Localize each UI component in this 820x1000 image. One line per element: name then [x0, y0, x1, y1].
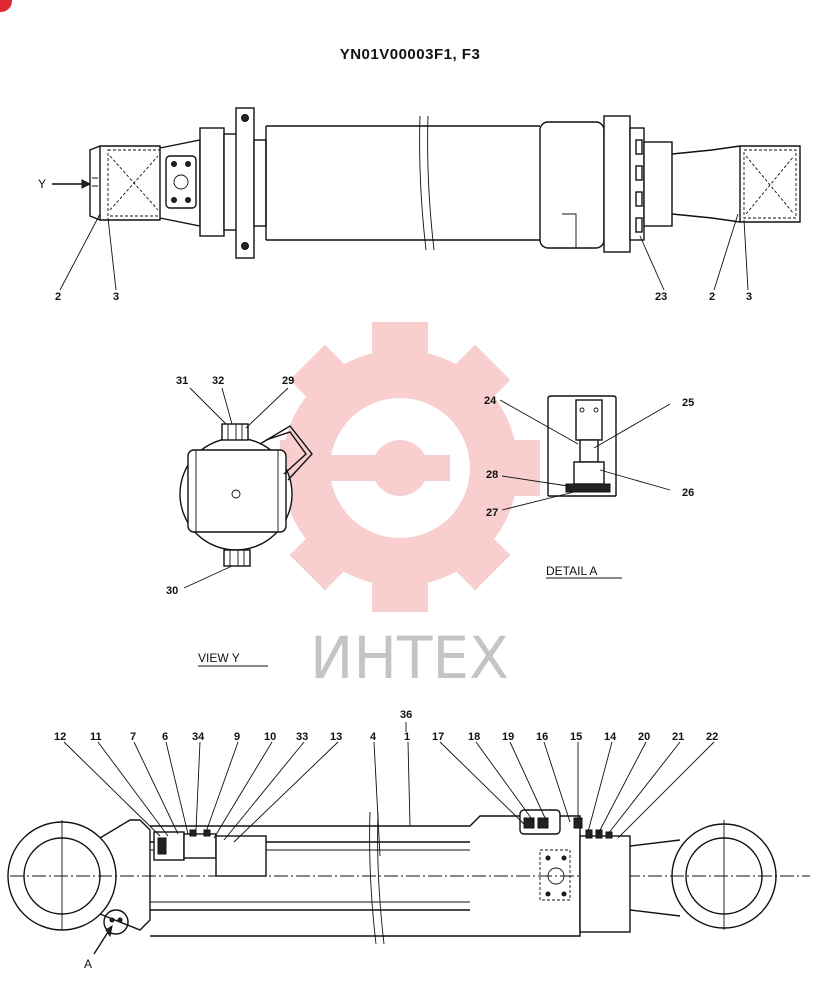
callout-4: 4: [370, 731, 377, 743]
callout-27: 27: [486, 507, 498, 519]
cylinder-external-view: [52, 107, 801, 291]
callout-25: 25: [682, 397, 694, 409]
a-marker-label: A: [84, 957, 92, 971]
callout-2-left: 2: [55, 291, 61, 303]
callout-19: 19: [502, 731, 514, 743]
watermark-gear-logo: [280, 322, 540, 612]
watermark-text: ИНТЕХ: [310, 624, 509, 692]
y-arrow-label: Y: [38, 177, 46, 191]
callout-34: 34: [192, 731, 205, 743]
drawing-title: YN01V00003F1, F3: [339, 46, 481, 63]
callout-17: 17: [432, 731, 444, 743]
callout-32: 32: [212, 375, 224, 387]
callout-10: 10: [264, 731, 276, 743]
callout-31: 31: [176, 375, 188, 387]
detail-a-drawing: [499, 395, 671, 579]
callout-33: 33: [296, 731, 308, 743]
callout-3-left: 3: [113, 291, 119, 303]
callout-7: 7: [130, 731, 136, 743]
callout-29: 29: [282, 375, 294, 387]
callout-6: 6: [162, 731, 168, 743]
callout-15: 15: [570, 731, 582, 743]
callout-2-right: 2: [709, 291, 715, 303]
callout-22: 22: [706, 731, 718, 743]
callout-20: 20: [638, 731, 650, 743]
view-y-caption: VIEW Y: [198, 651, 240, 665]
callout-14: 14: [604, 731, 617, 743]
callout-11: 11: [90, 731, 102, 743]
callout-26: 26: [682, 487, 694, 499]
callout-3-right: 3: [746, 291, 752, 303]
callout-36: 36: [400, 709, 412, 721]
callout-13: 13: [330, 731, 342, 743]
callout-9: 9: [234, 731, 240, 743]
callout-16: 16: [536, 731, 548, 743]
callout-18: 18: [468, 731, 480, 743]
callout-1: 1: [404, 731, 410, 743]
callout-30: 30: [166, 585, 178, 597]
view-y-drawing: [179, 387, 313, 667]
callout-28: 28: [486, 469, 498, 481]
detail-a-caption: DETAIL A: [546, 564, 597, 578]
callout-12: 12: [54, 731, 66, 743]
callout-23: 23: [655, 291, 667, 303]
cylinder-section-view: [7, 722, 810, 955]
callout-21: 21: [672, 731, 684, 743]
callout-24: 24: [484, 395, 497, 407]
